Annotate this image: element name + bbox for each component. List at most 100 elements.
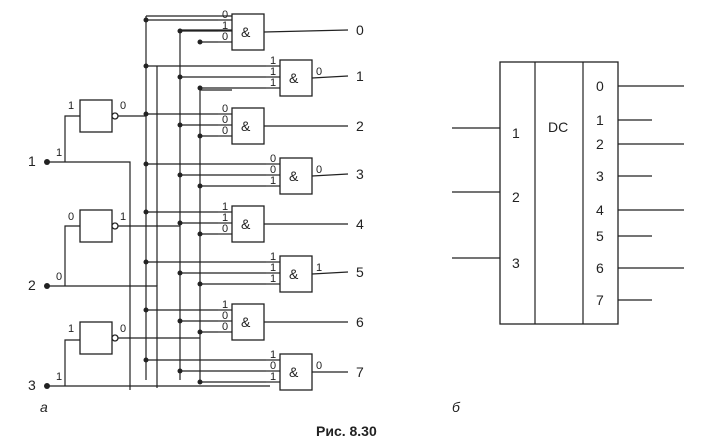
gate-input-level: 0 — [222, 9, 228, 21]
dc-input-3: 3 — [452, 255, 520, 271]
gate-input-level: 0 — [222, 114, 228, 126]
input-label-3: 3 — [28, 377, 36, 393]
gate-input-level: 0 — [222, 321, 228, 333]
dc-input-label: 1 — [512, 125, 520, 141]
input-level-1: 1 — [56, 147, 62, 159]
gate-output-level: 0 — [316, 164, 322, 176]
and-gate-body — [231, 13, 265, 51]
and-gate-body — [279, 157, 313, 195]
dc-output-2: 2 — [596, 136, 684, 152]
and-symbol: & — [289, 364, 299, 380]
gate-input-level: 1 — [270, 371, 276, 383]
and-gate-body — [231, 205, 265, 243]
inverter-in-level-1: 1 — [68, 100, 74, 112]
dc-title: DC — [548, 119, 568, 135]
gate-input-level: 1 — [222, 299, 228, 311]
dc-output-label: 4 — [596, 202, 604, 218]
inverter-out-level-3: 0 — [120, 323, 126, 335]
gate-input-level: 1 — [270, 66, 276, 78]
dc-output-1: 1 — [596, 112, 652, 128]
gate-input-level: 0 — [270, 153, 276, 165]
inverter-out-level-1: 0 — [120, 100, 126, 112]
gate-input-level: 1 — [270, 349, 276, 361]
dc-output-label: 3 — [596, 168, 604, 184]
and-gate-body — [279, 59, 313, 97]
dc-output-3: 3 — [596, 168, 652, 184]
gate-input-level: 1 — [222, 212, 228, 224]
dc-output-label: 5 — [596, 228, 604, 244]
inverter-bubble-3 — [111, 334, 119, 342]
and-symbol: & — [241, 24, 251, 40]
dc-output-label: 2 — [596, 136, 604, 152]
dc-output-label: 7 — [596, 292, 604, 308]
input-level-2: 0 — [56, 271, 62, 283]
and-symbol: & — [241, 314, 251, 330]
dc-output-label: 1 — [596, 112, 604, 128]
gate-input-level: 1 — [270, 262, 276, 274]
inverter-2 — [79, 209, 113, 243]
and-symbol: & — [289, 168, 299, 184]
gate-input-level: 0 — [222, 31, 228, 43]
inverter-out-level-2: 1 — [120, 211, 126, 223]
gate-input-level: 1 — [270, 55, 276, 67]
gate-input-level: 1 — [270, 251, 276, 263]
output-label-3: 3 — [356, 166, 364, 182]
gate-input-level: 0 — [222, 310, 228, 322]
gate-input-level: 0 — [222, 103, 228, 115]
output-label-6: 6 — [356, 314, 364, 330]
and-symbol: & — [289, 266, 299, 282]
output-label-4: 4 — [356, 216, 364, 232]
gate-input-level: 1 — [270, 77, 276, 89]
output-label-2: 2 — [356, 118, 364, 134]
inverter-bubble-1 — [111, 112, 119, 120]
dc-input-2: 2 — [452, 189, 520, 205]
input-label-1: 1 — [28, 153, 36, 169]
gate-input-level: 0 — [270, 360, 276, 372]
gate-input-level: 0 — [222, 223, 228, 235]
gate-output-level: 0 — [316, 66, 322, 78]
output-label-7: 7 — [356, 364, 364, 380]
dc-output-7: 7 — [596, 292, 652, 308]
dc-input-1: 1 — [452, 125, 520, 141]
input-label-2: 2 — [28, 277, 36, 293]
dc-pins: 1 2 3 0 1 2 3 4 5 6 7 — [452, 78, 684, 308]
and-gate-body — [279, 353, 313, 391]
and-gate-body — [231, 303, 265, 341]
input-level-3: 1 — [56, 371, 62, 383]
dc-output-4: 4 — [596, 202, 684, 218]
dc-output-6: 6 — [596, 260, 684, 276]
inverter-in-level-2: 0 — [68, 211, 74, 223]
output-label-0: 0 — [356, 22, 364, 38]
gate-input-level: 0 — [270, 164, 276, 176]
inverter-1 — [79, 99, 113, 133]
inverter-3 — [79, 321, 113, 355]
and-symbol: & — [241, 216, 251, 232]
dc-input-label: 3 — [512, 255, 520, 271]
dc-symbol: DC — [499, 61, 619, 325]
panel-label-b: б — [452, 399, 461, 415]
dc-box — [499, 61, 619, 325]
inverters: 1 0 0 1 1 0 — [68, 99, 200, 355]
dc-output-label: 6 — [596, 260, 604, 276]
and-gate-body — [231, 107, 265, 145]
gate-input-level: 1 — [270, 273, 276, 285]
inverter-bubble-2 — [111, 222, 119, 230]
dc-input-label: 2 — [512, 189, 520, 205]
gate-input-level: 1 — [222, 20, 228, 32]
buses — [145, 15, 232, 382]
output-label-5: 5 — [356, 264, 364, 280]
gate-input-level: 1 — [270, 175, 276, 187]
dc-output-0: 0 — [596, 78, 684, 94]
figure-caption: Рис. 8.30 — [316, 423, 377, 439]
dc-output-label: 0 — [596, 78, 604, 94]
